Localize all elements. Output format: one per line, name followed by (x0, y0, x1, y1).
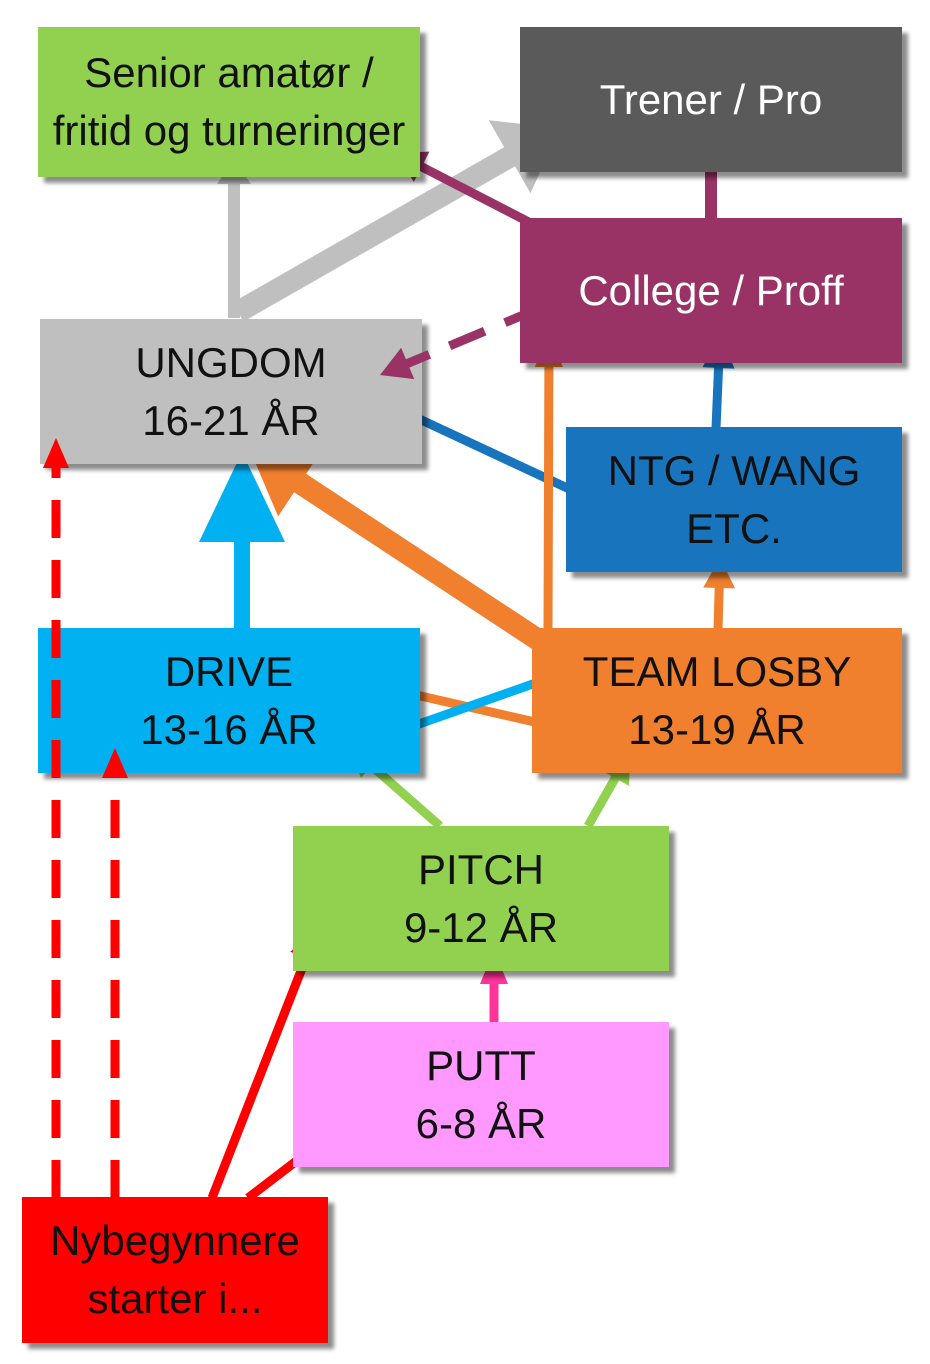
node-team-losby-line-1: TEAM LOSBY (582, 647, 852, 695)
arrow-shaft (408, 410, 582, 499)
node-trener-pro-line-1: Trener / Pro (599, 75, 823, 123)
arrow-ungdom-to-senior (217, 160, 251, 318)
arrow-shaft (711, 365, 724, 429)
node-ungdom-line-1: UNGDOM (135, 338, 327, 386)
arrow-head (199, 452, 285, 542)
arrow-head (250, 449, 323, 517)
node-ungdom-line-2: 16-21 ÅR (142, 396, 320, 444)
node-drive: DRIVE 13-16 ÅR (38, 628, 420, 773)
node-trener-pro: Trener / Pro (520, 27, 902, 172)
arrow-shaft (207, 954, 311, 1200)
node-putt-line-1: PUTT (426, 1041, 536, 1089)
node-nybegynnere: Nybegynnere starter i... (22, 1197, 328, 1343)
arrow-losby-to-ungdom (250, 449, 553, 655)
node-ntg-wang-line-2: ETC. (686, 504, 782, 552)
node-putt-line-2: 6-8 ÅR (415, 1099, 547, 1147)
node-college-proff-line-1: College / Proff (578, 266, 844, 314)
node-ntg-wang: NTG / WANG ETC. (566, 427, 902, 572)
node-ntg-wang-line-1: NTG / WANG (607, 446, 861, 494)
node-nybegynnere-line-2: starter i... (87, 1275, 263, 1322)
node-pitch: PITCH 9-12 ÅR (293, 826, 669, 971)
arrow-shaft (292, 472, 553, 655)
node-nybegynnere-line-1: Nybegynnere (50, 1217, 300, 1264)
node-ungdom: UNGDOM 16-21 ÅR (40, 319, 422, 464)
node-drive-line-2: 13-16 ÅR (140, 705, 318, 753)
node-pitch-line-1: PITCH (418, 845, 544, 893)
node-team-losby-line-2: 13-19 ÅR (628, 705, 806, 753)
arrow-shaft (584, 774, 621, 829)
node-college-proff: College / Proff (520, 218, 902, 363)
arrow-head (703, 558, 736, 589)
node-senior-amator-line-2: fritid og turneringer (52, 107, 406, 154)
arrow-shaft (232, 146, 517, 322)
arrow-shaft (713, 585, 724, 631)
node-senior-amator-line-1: Senior amatør / (84, 49, 374, 96)
node-team-losby: TEAM LOSBY 13-19 ÅR (532, 628, 902, 773)
arrow-drive-to-ungdom (199, 452, 285, 630)
arrow-losby-to-ntg (703, 558, 736, 631)
node-putt: PUTT 6-8 ÅR (293, 1022, 669, 1167)
node-drive-line-1: DRIVE (164, 647, 294, 695)
node-senior-amator: Senior amatør / fritid og turneringer (38, 27, 420, 177)
arrow-shaft (543, 364, 554, 631)
node-pitch-line-2: 9-12 ÅR (403, 903, 559, 951)
arrow-shaft (367, 761, 443, 830)
